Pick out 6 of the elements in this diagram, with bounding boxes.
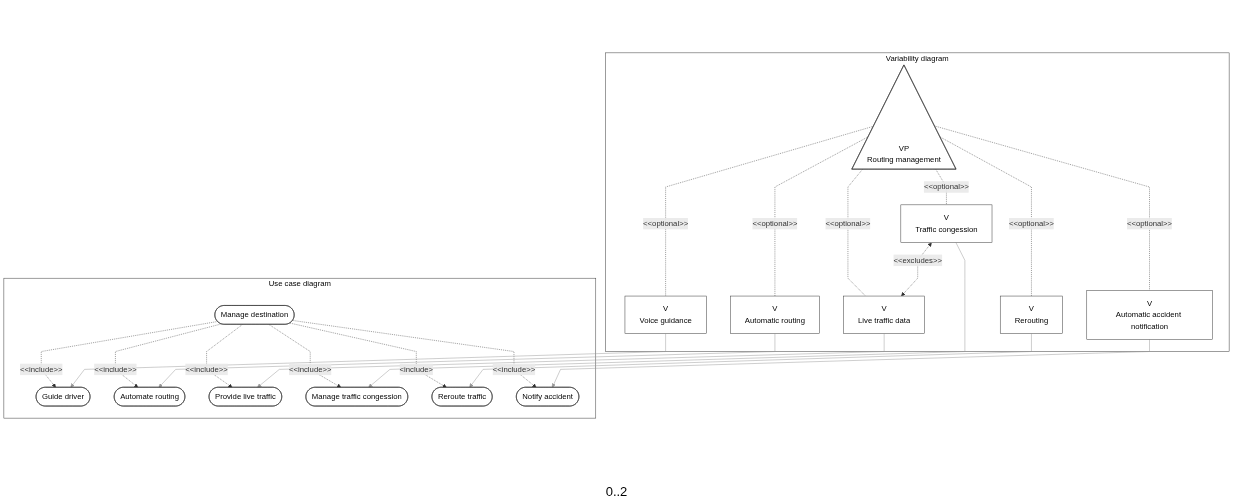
connector [939,136,1032,296]
connector [934,125,1150,290]
multiplicity-label: 0..2 [605,484,628,499]
connector [847,168,866,296]
connector [774,135,869,296]
connector [935,168,947,205]
